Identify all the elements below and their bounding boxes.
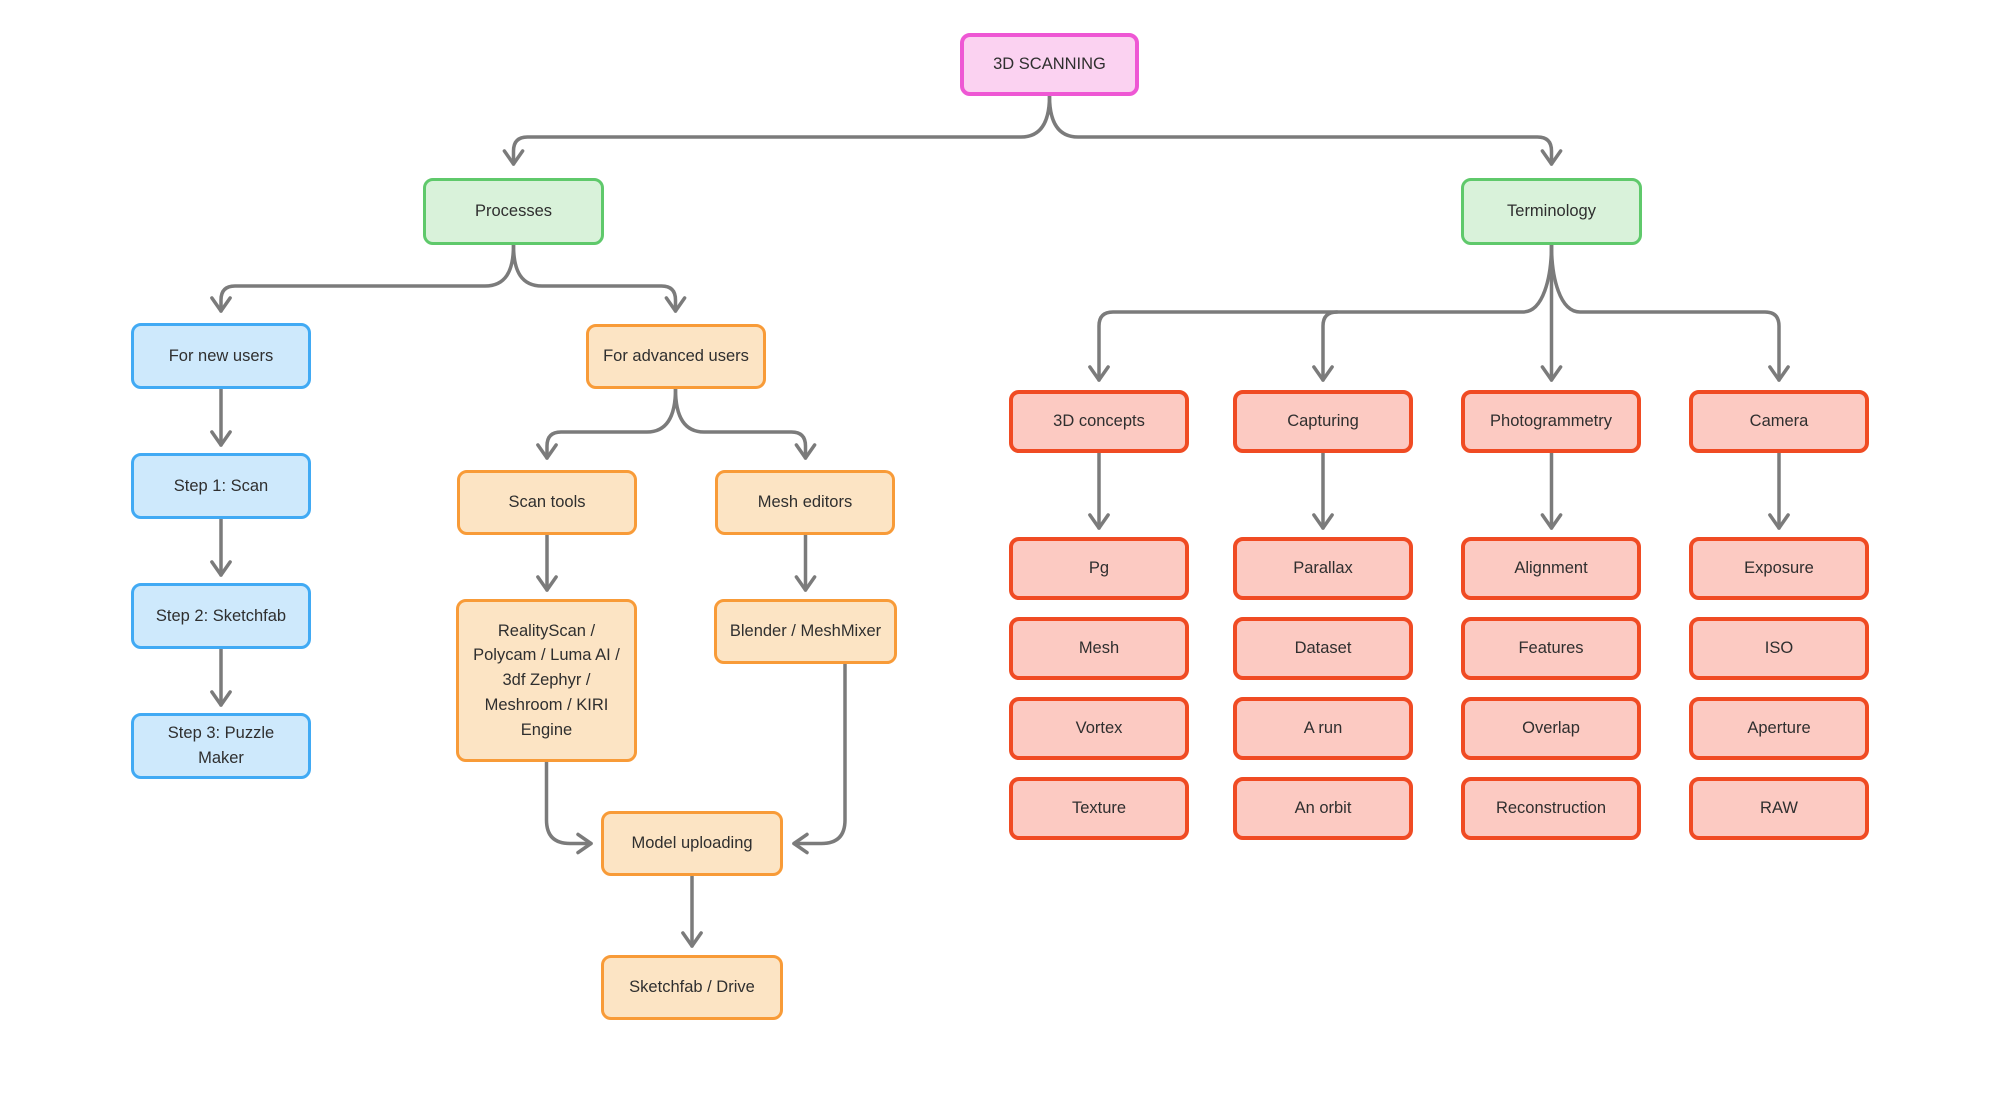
connector-terminology-capturing: [1312, 310, 1339, 382]
term-aperture[interactable]: Aperture: [1689, 697, 1869, 760]
node-label: Capturing: [1287, 412, 1359, 431]
connector-terminology-3dconcepts: [1088, 243, 1554, 382]
node-label: Mesh: [1078, 639, 1120, 658]
node-processes[interactable]: Processes: [423, 178, 604, 245]
term-texture[interactable]: Texture: [1009, 777, 1189, 840]
term-a-run[interactable]: A run: [1233, 697, 1413, 760]
node-label: Scan tools: [508, 493, 586, 512]
node-label: RealityScan / Polycam / Luma AI / 3df Ze…: [473, 621, 620, 739]
term-mesh[interactable]: Mesh: [1009, 617, 1189, 680]
node-step-2-sketchfab[interactable]: Step 2: Sketchfab: [131, 583, 311, 649]
node-step-3-puzzle-maker[interactable]: Step 3: Puzzle Maker: [131, 713, 311, 779]
connector-root-processes: [502, 94, 1052, 166]
connector-blender-modeluploading: [792, 662, 847, 855]
node-label: Photogrammetry: [1490, 412, 1612, 431]
node-capturing[interactable]: Capturing: [1233, 390, 1413, 453]
term-raw[interactable]: RAW: [1689, 777, 1869, 840]
node-label: 3D SCANNING: [993, 55, 1106, 74]
term-dataset[interactable]: Dataset: [1233, 617, 1413, 680]
node-label: Reconstruction: [1495, 799, 1607, 818]
node-for-new-users[interactable]: For new users: [131, 323, 311, 389]
connector-processes-advanced: [511, 243, 687, 313]
node-label: Parallax: [1293, 559, 1353, 578]
node-label: A run: [1303, 719, 1343, 738]
node-scan-tools-list[interactable]: RealityScan / Polycam / Luma AI / 3df Ze…: [456, 599, 637, 762]
connector-advanced-scantools: [536, 387, 678, 460]
term-alignment[interactable]: Alignment: [1461, 537, 1641, 600]
node-label: For advanced users: [603, 347, 749, 366]
node-label: Blender / MeshMixer: [729, 622, 882, 641]
node-step-1-scan[interactable]: Step 1: Scan: [131, 453, 311, 519]
node-model-uploading[interactable]: Model uploading: [601, 811, 783, 876]
node-label: Overlap: [1522, 719, 1580, 738]
node-label: Mesh editors: [757, 493, 853, 512]
term-exposure[interactable]: Exposure: [1689, 537, 1869, 600]
node-camera[interactable]: Camera: [1689, 390, 1869, 453]
node-label: Aperture: [1747, 719, 1811, 738]
term-reconstruction[interactable]: Reconstruction: [1461, 777, 1641, 840]
node-mesh-editors[interactable]: Mesh editors: [715, 470, 895, 535]
node-label: RAW: [1760, 799, 1798, 818]
node-scan-tools[interactable]: Scan tools: [457, 470, 637, 535]
node-label: Alignment: [1514, 559, 1588, 578]
node-label: Dataset: [1294, 639, 1352, 658]
node-label: Sketchfab / Drive: [629, 978, 755, 997]
term-pg[interactable]: Pg: [1009, 537, 1189, 600]
node-label: Processes: [474, 202, 553, 221]
node-label: ISO: [1764, 639, 1794, 658]
node-label: Terminology: [1507, 202, 1596, 221]
node-label: Texture: [1071, 799, 1127, 818]
term-parallax[interactable]: Parallax: [1233, 537, 1413, 600]
term-an-orbit[interactable]: An orbit: [1233, 777, 1413, 840]
connector-toolslist-modeluploading: [544, 760, 593, 855]
node-label: Step 1: Scan: [173, 476, 269, 495]
node-label: Pg: [1088, 559, 1110, 578]
node-label: Camera: [1749, 412, 1809, 431]
term-features[interactable]: Features: [1461, 617, 1641, 680]
node-label: Model uploading: [631, 834, 753, 853]
connector-terminology-camera: [1549, 243, 1790, 382]
connector-processes-newusers: [210, 243, 516, 313]
node-label: 3D concepts: [1053, 412, 1145, 431]
term-vortex[interactable]: Vortex: [1009, 697, 1189, 760]
connector-root-terminology: [1047, 94, 1563, 166]
node-terminology[interactable]: Terminology: [1461, 178, 1642, 245]
node-photogrammetry[interactable]: Photogrammetry: [1461, 390, 1641, 453]
node-label: For new users: [168, 346, 274, 365]
node-label: Exposure: [1744, 559, 1814, 578]
node-upload-destinations[interactable]: Sketchfab / Drive: [601, 955, 783, 1020]
node-label: Vortex: [1075, 719, 1123, 738]
node-label: Features: [1518, 639, 1584, 658]
node-label: An orbit: [1294, 799, 1352, 818]
node-3d-scanning[interactable]: 3D SCANNING: [960, 33, 1139, 96]
node-3d-concepts[interactable]: 3D concepts: [1009, 390, 1189, 453]
connector-advanced-mesheditors: [673, 387, 817, 460]
node-label: Step 3: Puzzle Maker: [167, 724, 275, 767]
term-iso[interactable]: ISO: [1689, 617, 1869, 680]
node-mesh-editors-list[interactable]: Blender / MeshMixer: [714, 599, 897, 664]
node-for-advanced-users[interactable]: For advanced users: [586, 324, 766, 389]
node-label: Step 2: Sketchfab: [155, 606, 287, 625]
term-overlap[interactable]: Overlap: [1461, 697, 1641, 760]
